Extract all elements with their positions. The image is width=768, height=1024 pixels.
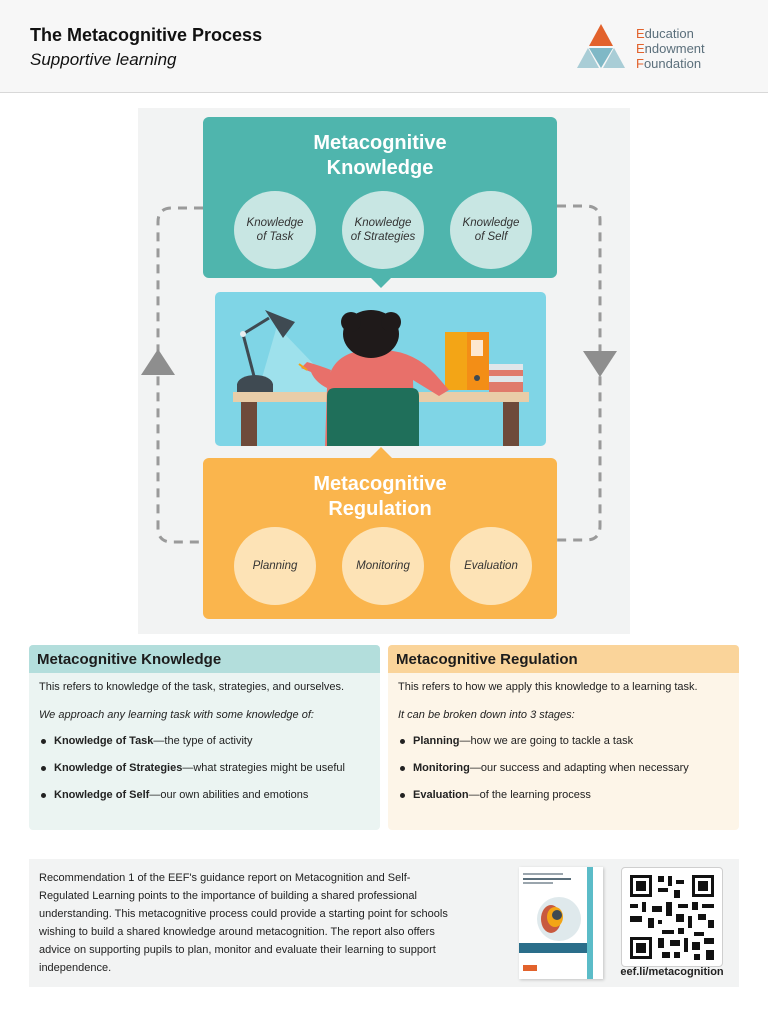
arrow-up-icon	[141, 349, 175, 375]
knowledge-pointer	[369, 276, 393, 288]
metacognitive-regulation-title: Metacognitive Regulation	[313, 473, 447, 520]
monitoring-circle: Monitoring	[342, 527, 424, 605]
recommendation-text: Recommendation 1 of the EEF's guidance r…	[39, 872, 448, 974]
regulation-info-panel: Metacognitive Regulation This refers to …	[388, 645, 739, 830]
metacognitive-knowledge-title: Metacognitive Knowledge	[313, 132, 447, 179]
eef-logo-text: Education Endowment Foundation	[636, 26, 705, 71]
knowledge-bullet-list: Knowledge of Task—the type of activity K…	[39, 735, 370, 802]
knowledge-panel-lead: We approach any learning task with some …	[39, 709, 314, 721]
report-link[interactable]: eef.li/metacognition	[620, 966, 724, 978]
planning-circle: Planning	[234, 527, 316, 605]
recommendation-section: Recommendation 1 of the EEF's guidance r…	[29, 859, 739, 987]
eef-logo-icon	[577, 24, 625, 68]
regulation-pointer	[369, 447, 393, 459]
page-title: The Metacognitive Process	[30, 25, 263, 45]
list-item: Knowledge of Strategies—what strategies …	[39, 762, 370, 775]
evaluation-circle: Evaluation	[450, 527, 532, 605]
page-subtitle: Supportive learning	[30, 50, 177, 69]
list-item: Planning—how we are going to tackle a ta…	[398, 735, 729, 748]
regulation-panel-heading: Metacognitive Regulation	[388, 645, 739, 673]
knowledge-panel-intro: This refers to knowledge of the task, st…	[39, 681, 345, 693]
arrow-down-icon	[583, 351, 617, 377]
guidance-report-cover[interactable]	[519, 867, 603, 979]
list-item: Knowledge of Self—our own abilities and …	[39, 789, 370, 802]
regulation-bullet-list: Planning—how we are going to tackle a ta…	[398, 735, 729, 802]
list-item: Monitoring—our success and adapting when…	[398, 762, 729, 775]
page-header: The Metacognitive Process Supportive lea…	[0, 0, 768, 93]
regulation-panel-intro: This refers to how we apply this knowled…	[398, 681, 698, 693]
regulation-panel-lead: It can be broken down into 3 stages:	[398, 709, 575, 721]
list-item: Evaluation—of the learning process	[398, 789, 729, 802]
knowledge-info-panel: Metacognitive Knowledge This refers to k…	[29, 645, 380, 830]
list-item: Knowledge of Task—the type of activity	[39, 735, 370, 748]
student-at-desk-illustration	[215, 292, 546, 446]
qr-code[interactable]	[621, 867, 723, 967]
metacognitive-regulation-box: Metacognitive Regulation Planning Monito…	[203, 458, 557, 619]
knowledge-panel-heading: Metacognitive Knowledge	[29, 645, 380, 673]
